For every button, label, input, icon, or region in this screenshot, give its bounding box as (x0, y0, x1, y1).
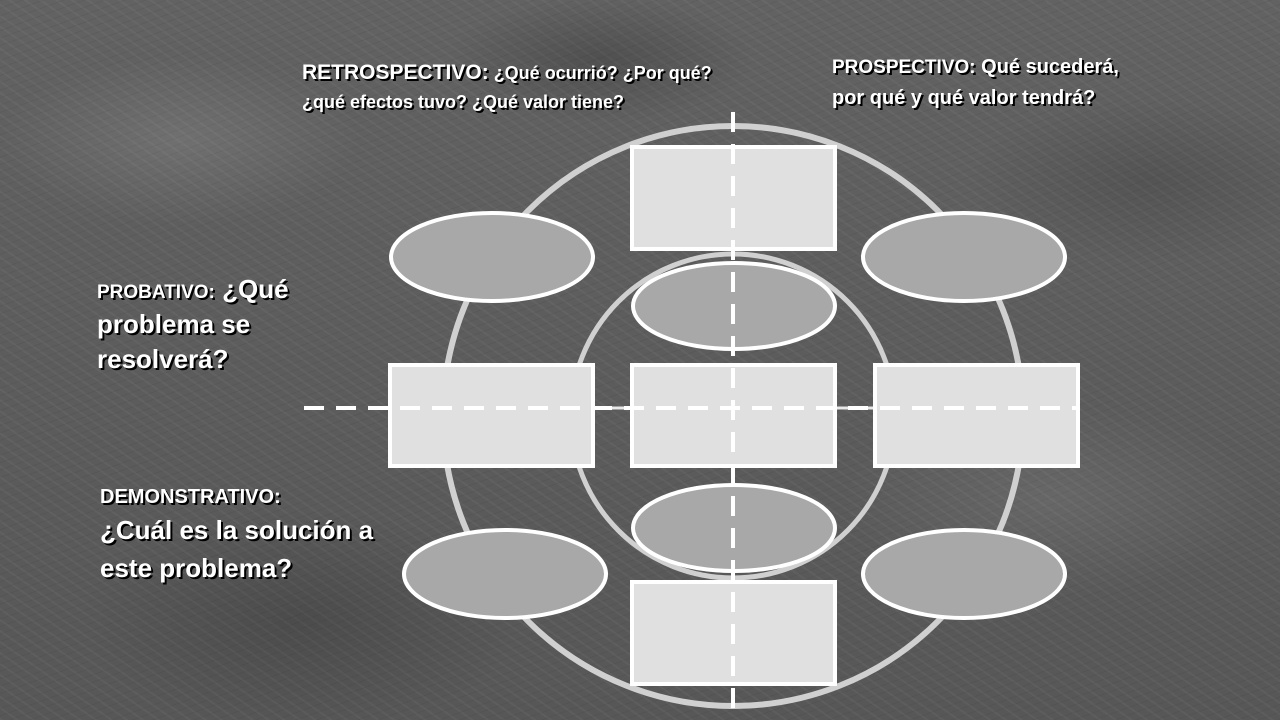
ellipse-top-right (861, 211, 1067, 303)
probativo-heading: PROBATIVO: (97, 282, 215, 303)
retrospectivo-label: RETROSPECTIVO: ¿Qué ocurrió? ¿Por qué? ¿… (302, 57, 722, 117)
rect-right (873, 363, 1080, 468)
probativo-label: PROBATIVO: ¿Qué problema se resolverá? (97, 272, 387, 377)
retrospectivo-heading: RETROSPECTIVO: (302, 61, 489, 84)
demonstrativo-text: ¿Cuál es la solución a este problema? (100, 515, 374, 583)
probativo-text: ¿Qué problema se resolverá? (97, 274, 289, 375)
rect-left (388, 363, 595, 468)
demonstrativo-heading: DEMONSTRATIVO: (100, 486, 281, 508)
ellipse-bottom-left (402, 528, 608, 620)
prospectivo-heading: PROSPECTIVO: (832, 57, 976, 78)
ellipse-top-left (389, 211, 595, 303)
prospectivo-text: Qué sucederá, por qué y qué valor tendrá… (832, 56, 1119, 109)
demonstrativo-label: DEMONSTRATIVO: ¿Cuál es la solución a es… (100, 483, 400, 587)
retrospectivo-text: ¿Qué ocurrió? ¿Por qué? ¿qué efectos tuv… (302, 63, 712, 112)
prospectivo-label: PROSPECTIVO: Qué sucederá, por qué y qué… (832, 52, 1132, 113)
ellipse-bottom-right (861, 528, 1067, 620)
